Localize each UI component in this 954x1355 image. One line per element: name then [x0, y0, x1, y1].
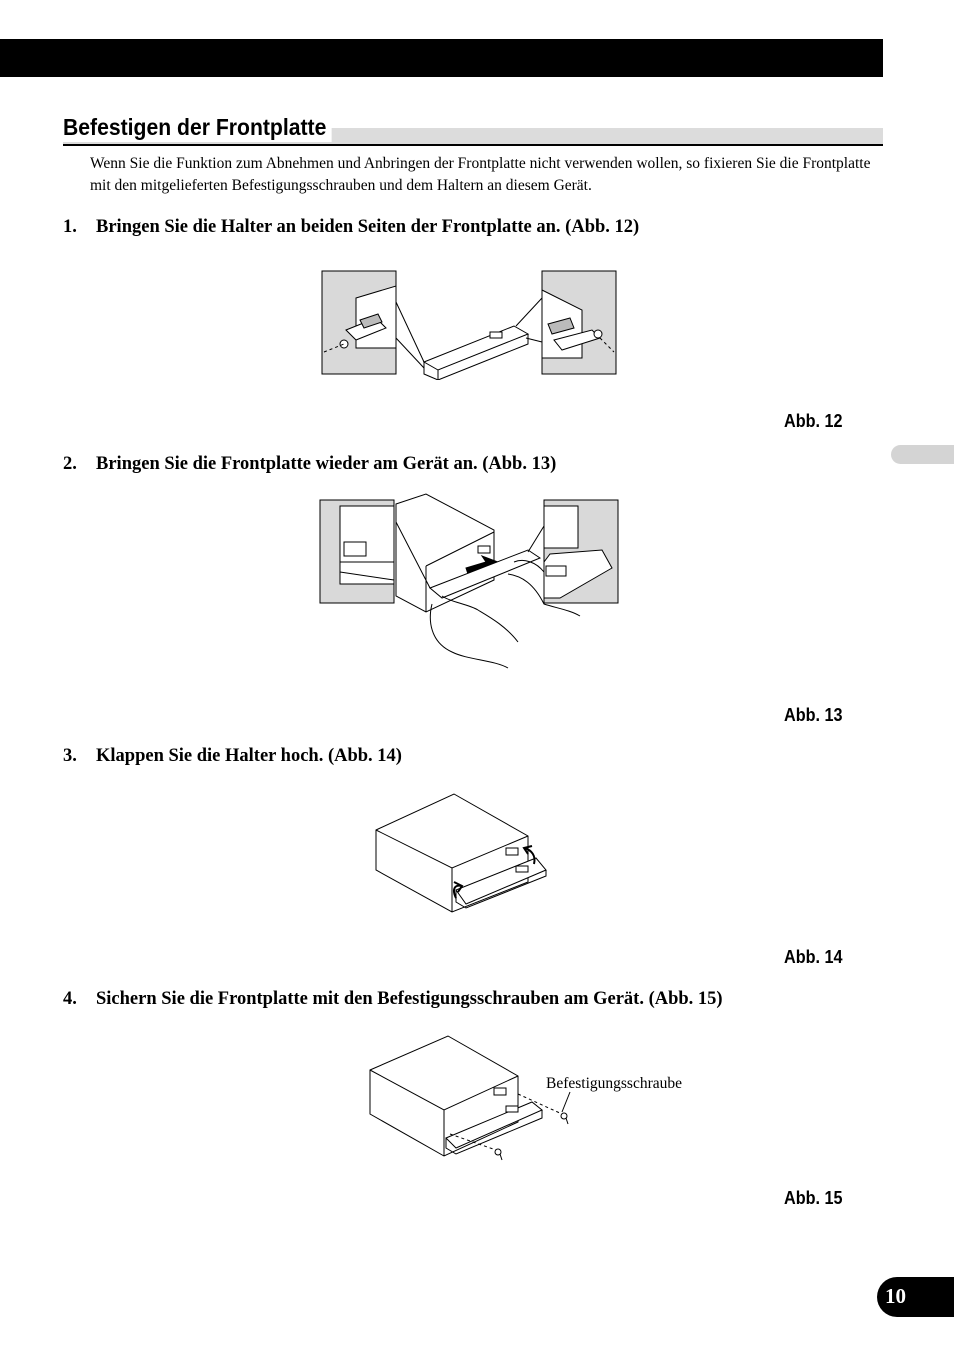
- page-number: 10: [885, 1284, 906, 1308]
- figure-14-label: Abb. 14: [784, 947, 843, 967]
- page-number-tab: [877, 1277, 954, 1317]
- step-number: 3.: [63, 746, 77, 766]
- figure-14-illustration: [375, 793, 547, 913]
- step-3: 3. Klappen Sie die Halter hoch. (Abb. 14): [63, 743, 402, 769]
- section-side-tab: [891, 445, 954, 464]
- step-2: 2. Bringen Sie die Frontplatte wieder am …: [63, 451, 556, 477]
- section-title: Befestigen der Frontplatte: [63, 112, 332, 142]
- step-text: Sichern Sie die Frontplatte mit den Befe…: [96, 989, 723, 1009]
- step-text: Klappen Sie die Halter hoch. (Abb. 14): [96, 746, 402, 766]
- screw-callout: Befestigungsschraube: [546, 1075, 683, 1092]
- figure-12-illustration: [321, 270, 617, 380]
- step-number: 1.: [63, 217, 77, 237]
- step-text: Bringen Sie die Frontplatte wieder am Ge…: [96, 454, 557, 474]
- figure-12-label: Abb. 12: [784, 411, 843, 431]
- intro-paragraph: Wenn Sie die Funktion zum Abnehmen und A…: [90, 155, 871, 194]
- section-title-rule: [63, 144, 883, 146]
- figure-13-label: Abb. 13: [784, 705, 843, 725]
- step-text: Bringen Sie die Halter an beiden Seiten …: [96, 217, 640, 237]
- step-number: 2.: [63, 454, 77, 474]
- header-bar: [0, 39, 883, 77]
- figure-15-label: Abb. 15: [784, 1188, 843, 1208]
- step-number: 4.: [63, 989, 77, 1009]
- section-header: Befestigen der Frontplatte: [63, 112, 883, 146]
- step-4: 4. Sichern Sie die Frontplatte mit den Be…: [63, 986, 723, 1012]
- step-1: 1. Bringen Sie die Halter an beiden Seite…: [63, 214, 639, 240]
- figure-13-illustration: [319, 493, 619, 669]
- figure-15-illustration: [369, 1035, 571, 1161]
